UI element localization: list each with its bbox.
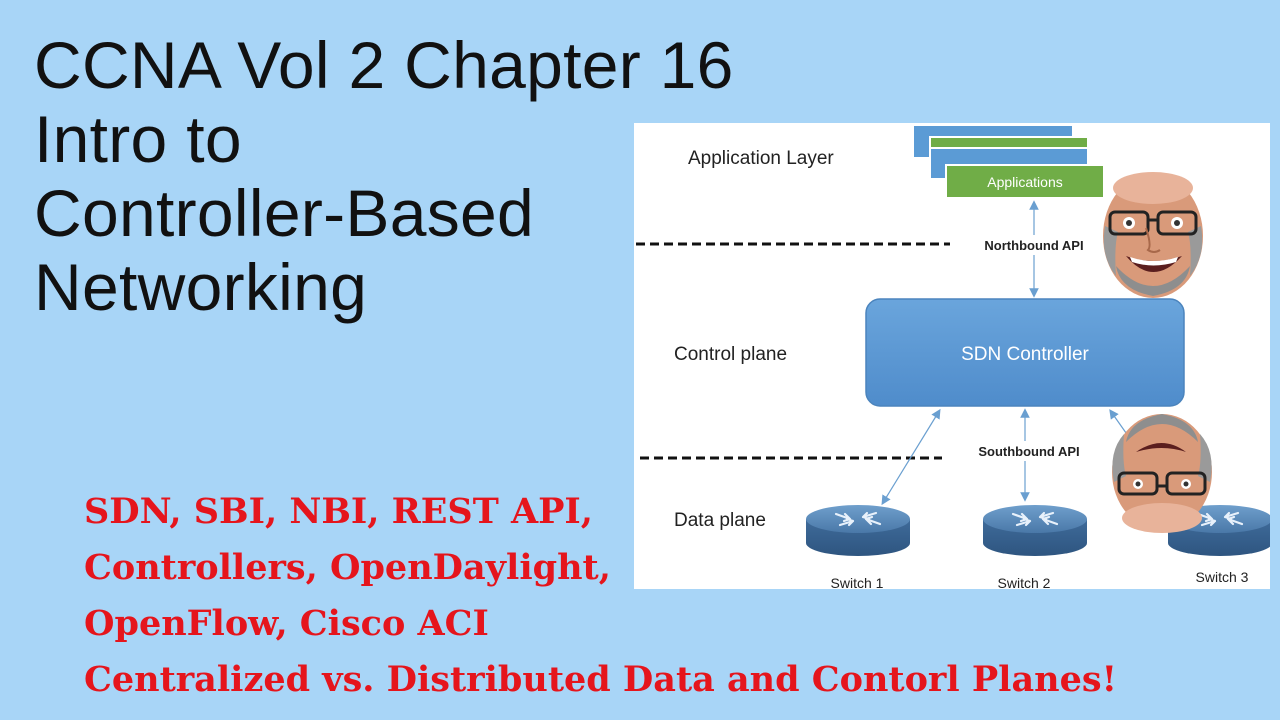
title-line: Intro to — [34, 102, 242, 176]
data-plane-label: Data plane — [674, 510, 766, 531]
topic-line: SDN, SBI, NBI, REST API, — [84, 491, 593, 532]
sdn-controller-box — [865, 298, 1185, 407]
topic-list: SDN, SBI, NBI, REST API, Controllers, Op… — [84, 484, 1117, 708]
video-title: CCNA Vol 2 Chapter 16 Intro to Controlle… — [34, 28, 734, 324]
presenter-face-icon — [1103, 172, 1203, 298]
southbound-api-label: Southbound API — [978, 444, 1079, 459]
switch-3-label: Switch 3 — [1196, 569, 1249, 585]
switch-2-label: Switch 2 — [998, 575, 1051, 589]
router-switch-icon — [981, 503, 1089, 558]
application-layer-label: Application Layer — [688, 148, 834, 169]
northbound-api-label: Northbound API — [984, 238, 1083, 253]
sdn-controller-label: SDN Controller — [961, 344, 1089, 365]
upside-down-presenter-face-icon — [1112, 414, 1212, 533]
title-line: Controller-Based — [34, 176, 535, 250]
control-plane-label: Control plane — [674, 344, 787, 365]
router-switch-icon — [804, 503, 912, 558]
applications-label: Applications — [987, 174, 1063, 190]
title-line: CCNA Vol 2 Chapter 16 — [34, 28, 734, 102]
topic-line: Centralized vs. Distributed Data and Con… — [84, 659, 1117, 700]
southbound-arrow — [881, 408, 941, 506]
topic-line: Controllers, OpenDaylight, — [84, 547, 611, 588]
applications-card — [945, 164, 1105, 199]
diagram-canvas: Application Layer Applications Northboun… — [636, 126, 1270, 589]
topic-line: OpenFlow, Cisco ACI — [84, 603, 489, 644]
switch-1-label: Switch 1 — [831, 575, 884, 589]
title-line: Networking — [34, 250, 368, 324]
